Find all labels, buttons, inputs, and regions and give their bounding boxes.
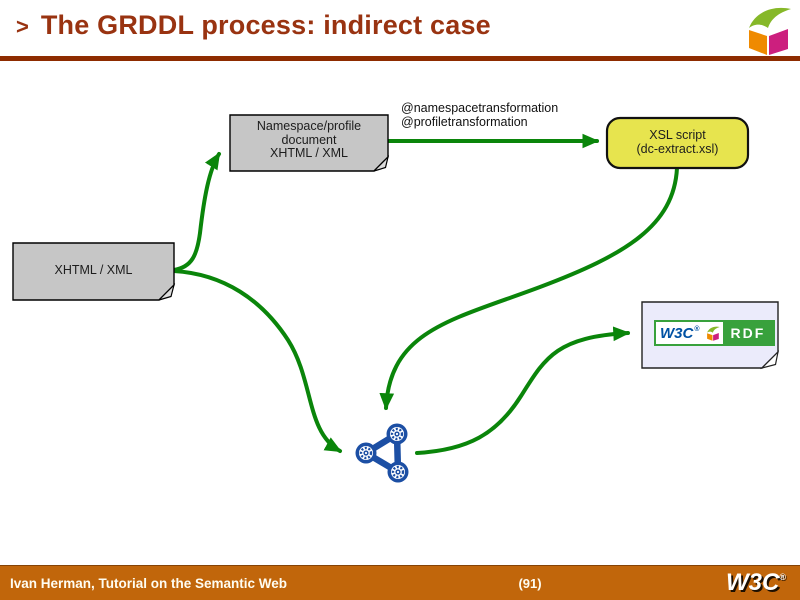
- footer-bar: Ivan Herman, Tutorial on the Semantic We…: [0, 565, 800, 600]
- slide-header: > The GRDDL process: indirect case: [16, 10, 491, 41]
- footer-page-number: (91): [518, 575, 542, 591]
- namespace-box-line1: Namespace/profile: [256, 119, 362, 133]
- title-underline-rule: [0, 56, 800, 61]
- w3c-rdf-logo: W3C® RDF: [654, 320, 776, 346]
- title-bullet: >: [16, 14, 29, 39]
- w3c-footer-registered-mark: ®: [779, 572, 786, 582]
- w3c-tutorial-cube-icon: [749, 7, 791, 55]
- rdf-logo-text: RDF: [722, 322, 774, 344]
- arrow-xsl-to-molecule: [379, 166, 679, 411]
- xsl-box-line1: XSL script: [649, 128, 706, 142]
- transformation-attribute-labels: @namespacetransformation @profiletransfo…: [401, 101, 559, 129]
- namespace-document-box: [229, 114, 390, 172]
- xhtml-box-label: XHTML / XML: [13, 263, 174, 278]
- rdf-graph-molecule-icon: [355, 423, 409, 483]
- footer-author: Ivan Herman, Tutorial on the Semantic We…: [10, 575, 288, 591]
- arrow-xhtml-to-molecule: [172, 269, 342, 453]
- namespace-box-line2: document: [281, 132, 337, 147]
- registered-mark: ®: [694, 325, 700, 333]
- namespace-box-line3: XHTML / XML: [269, 146, 349, 160]
- folded-corner-icon: [373, 155, 390, 172]
- molecule-node: [387, 461, 409, 483]
- folded-corner-icon: [760, 350, 779, 370]
- page-title: The GRDDL process: indirect case: [40, 10, 491, 40]
- xhtml-source-box: [12, 242, 176, 301]
- xsl-box-label: XSL script (dc-extract.xsl): [607, 128, 748, 156]
- w3c-footer-text: W3C: [726, 569, 780, 596]
- arrow-molecule-to-rdf: [415, 326, 631, 455]
- xhtml-box-line1: XHTML / XML: [54, 263, 133, 277]
- xsl-script-box: [605, 116, 750, 170]
- molecule-node: [386, 423, 408, 445]
- w3c-footer-logo: W3C®: [726, 566, 786, 600]
- profiletransformation-label: @profiletransformation: [401, 114, 528, 129]
- folded-corner-icon: [158, 283, 176, 301]
- namespace-box-label: Namespace/profile document XHTML / XML: [230, 119, 388, 161]
- w3c-text: W3C: [660, 324, 694, 342]
- w3c-logo-text: W3C®: [656, 322, 702, 344]
- arrows: [172, 133, 679, 455]
- w3c-cube-mini-icon: [702, 322, 723, 344]
- namespacetransformation-label: @namespacetransformation: [401, 101, 559, 115]
- arrow-xhtml-to-namespace: [172, 152, 221, 272]
- molecule-node: [355, 442, 377, 464]
- xsl-box-line2: (dc-extract.xsl): [636, 141, 719, 156]
